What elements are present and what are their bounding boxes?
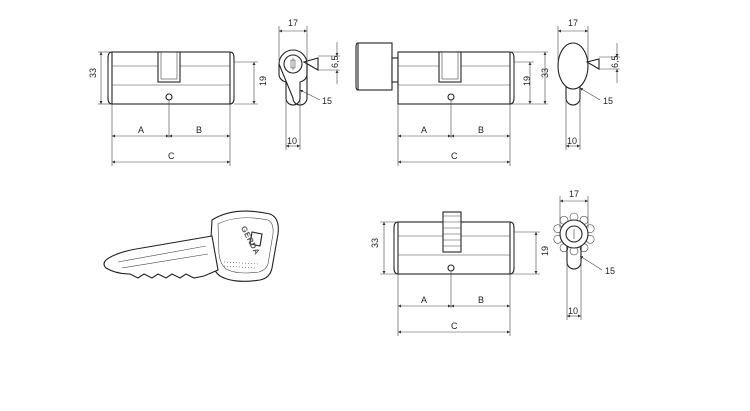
cyl1-end-radius-15-label: 15 (322, 96, 332, 106)
cyl3-dim-c-label: C (451, 321, 458, 331)
cyl2-end-width-17-label: 17 (568, 18, 578, 28)
cyl2-dim-b-label: B (478, 125, 484, 135)
key-illustration (103, 210, 279, 282)
cylinder-3-side-view (393, 211, 515, 275)
cyl2-dim-c-label: C (451, 151, 458, 161)
cylinder-2-dimensions (397, 51, 548, 166)
cyl1-dim-c-label: C (168, 151, 175, 161)
cyl1-dim-a-label: A (138, 125, 144, 135)
cyl1-end-width-17-label: 17 (288, 18, 298, 28)
cyl2-dim-a-label: A (421, 125, 427, 135)
cyl3-height-19-label: 19 (540, 246, 550, 256)
cylinder-1-dimensions (98, 51, 258, 166)
cyl2-end-6-5-label: 6,5 (610, 55, 620, 68)
cylinder-2-end-view (557, 26, 620, 150)
cyl3-height-33-label: 33 (370, 238, 380, 248)
cyl2-end-radius-15-label: 15 (603, 96, 613, 106)
cyl3-end-radius-15-label: 15 (605, 266, 615, 276)
cyl1-end-width-10-label: 10 (287, 136, 297, 146)
cylinder-3-end-view (553, 196, 603, 320)
cyl2-height-33-label: 33 (540, 68, 550, 78)
cylinder-3-dimensions (380, 221, 540, 336)
cyl3-end-width-10-label: 10 (568, 306, 578, 316)
cylinder-1-end-view (278, 26, 340, 150)
cyl3-dim-b-label: B (478, 295, 484, 305)
cyl2-height-19-label: 19 (522, 76, 532, 86)
cyl1-height-33-label: 33 (88, 68, 98, 78)
cyl3-dim-a-label: A (421, 295, 427, 305)
cyl1-height-19-label: 19 (258, 76, 268, 86)
cyl3-end-width-17-label: 17 (569, 189, 579, 199)
cyl2-end-width-10-label: 10 (567, 136, 577, 146)
cylinder-2-side-view (355, 42, 515, 105)
cyl1-dim-b-label: B (196, 125, 202, 135)
cylinder-1-side-view (107, 51, 235, 105)
cyl1-end-6-5-label: 6,5 (330, 55, 340, 68)
